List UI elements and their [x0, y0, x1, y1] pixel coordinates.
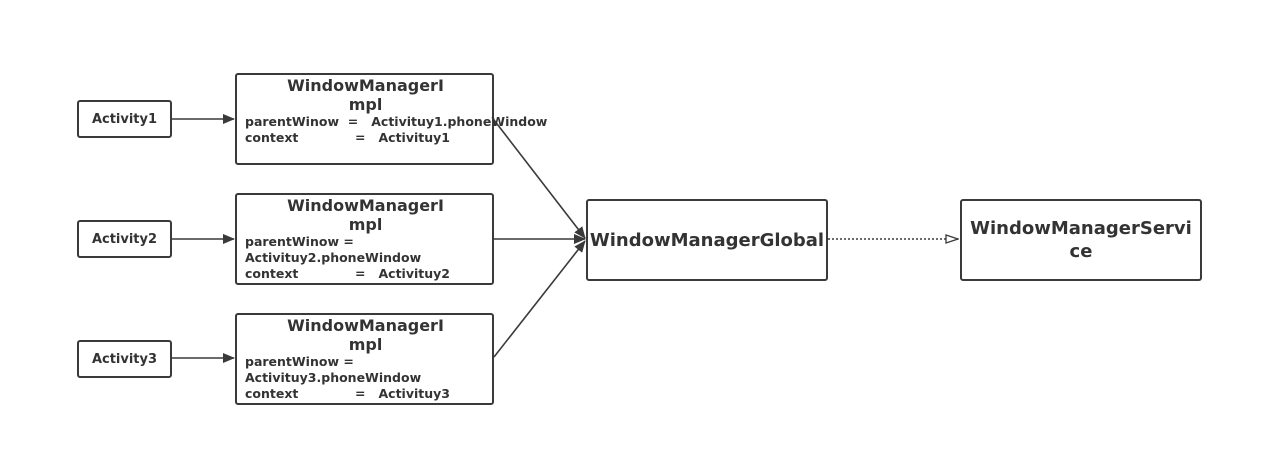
activity1-label: Activity1	[91, 111, 158, 127]
impl2-title: WindowManagerImpl	[287, 196, 444, 234]
activity2-label: Activity2	[91, 231, 158, 247]
impl2-node: WindowManagerImpl parentWinow = Activitu…	[235, 193, 494, 285]
impl3-title: WindowManagerImpl	[287, 316, 444, 354]
service-label: WindowManagerService	[970, 218, 1192, 262]
global-label: WindowManagerGlobal	[589, 229, 825, 251]
activity3-label: Activity3	[91, 351, 158, 367]
edge-impl3-to-global	[493, 240, 586, 358]
impl3-parent-line: parentWinow = Activituy3.phoneWindow	[245, 354, 422, 385]
global-node: WindowManagerGlobal	[586, 199, 828, 281]
activity2-node: Activity2	[77, 220, 172, 258]
impl2-context-line: context = Activituy2	[245, 266, 450, 281]
impl1-node: WindowManagerImpl parentWinow = Activitu…	[235, 73, 548, 165]
impl1-context-line: context = Activituy1	[245, 130, 450, 145]
impl2-parent-line: parentWinow = Activituy2.phoneWindow	[245, 234, 422, 265]
impl3-node: WindowManagerImpl parentWinow = Activitu…	[235, 313, 494, 405]
service-node: WindowManagerService	[960, 199, 1202, 281]
activity3-node: Activity3	[77, 340, 172, 378]
activity1-node: Activity1	[77, 100, 172, 138]
impl3-context-line: context = Activituy3	[245, 386, 450, 401]
impl1-parent-line: parentWinow = Activituy1.phoneWindow	[245, 114, 548, 129]
impl1-title: WindowManagerImpl	[287, 76, 444, 114]
edge-impl1-to-global	[493, 119, 586, 239]
